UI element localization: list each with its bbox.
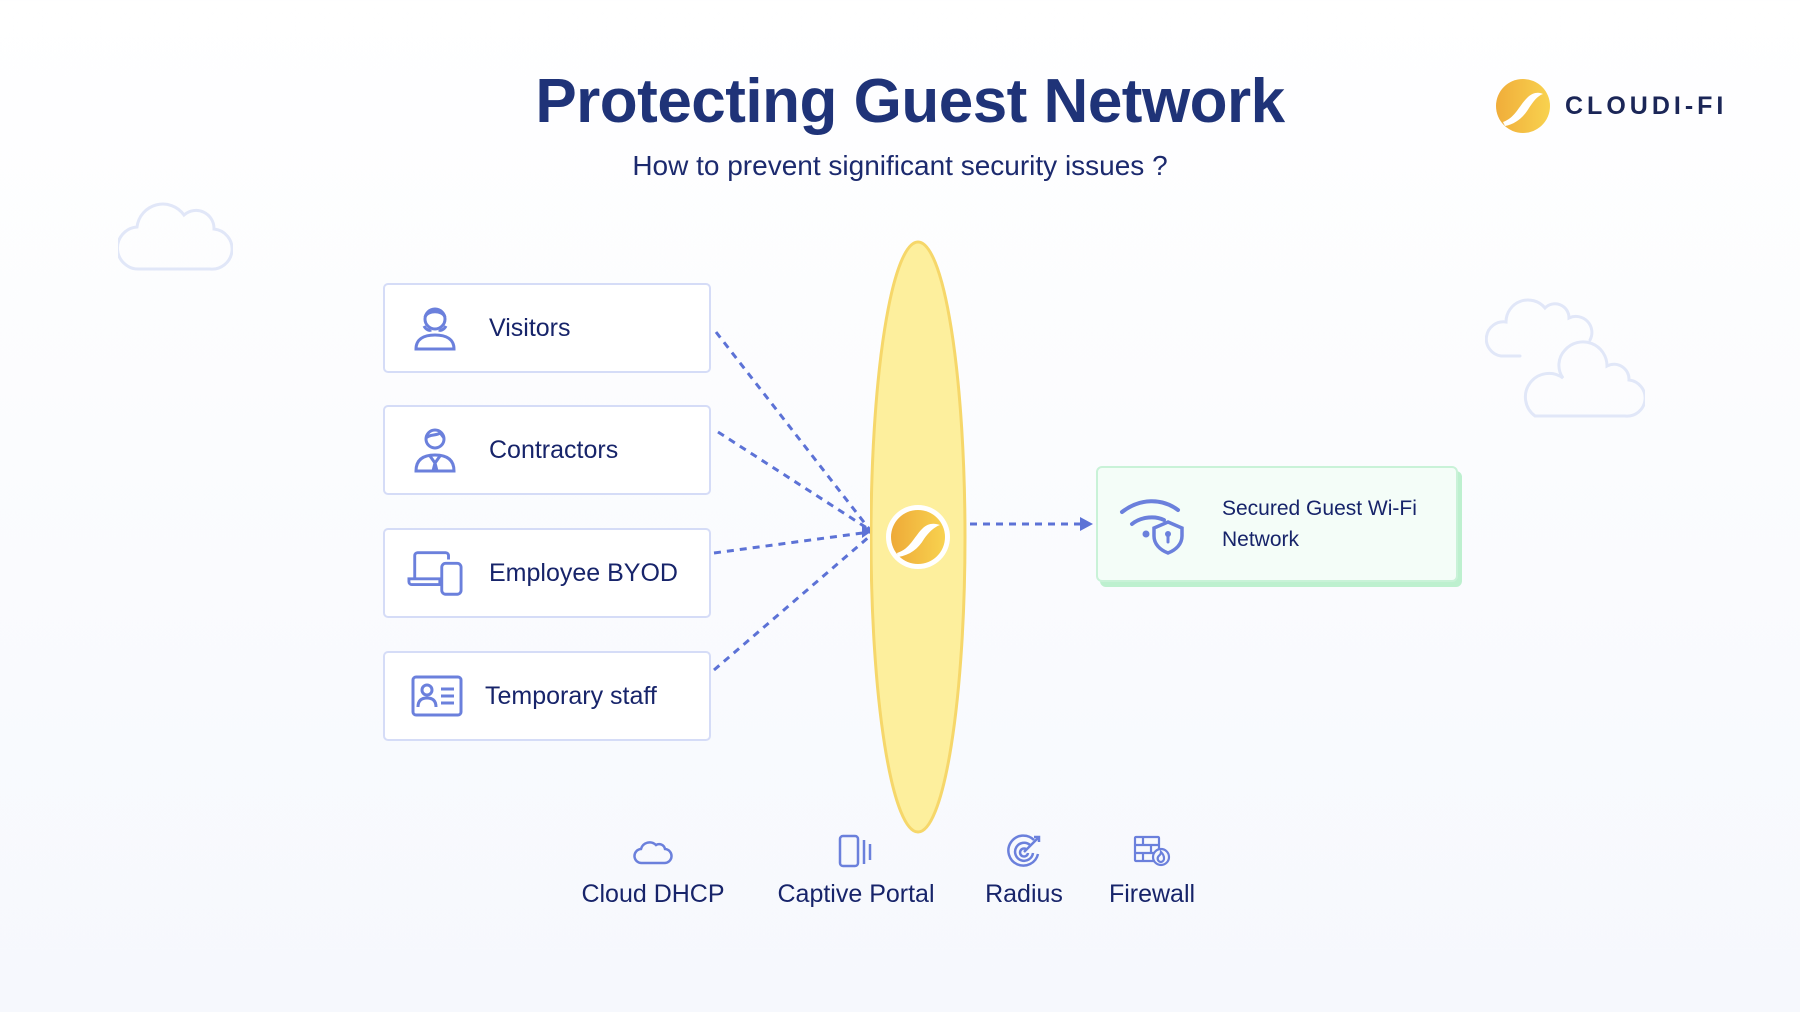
feature-label: Captive Portal (777, 880, 935, 908)
connector-contractors (717, 430, 871, 532)
source-temporary-staff[interactable]: Temporary staff (383, 651, 711, 741)
female-user-icon (414, 307, 456, 351)
firewall-icon (1133, 835, 1171, 867)
gateway-logo[interactable] (884, 503, 952, 571)
tablet-portal-icon (838, 834, 872, 868)
cloud-decoration-right (1485, 298, 1645, 418)
feature-label: Radius (985, 880, 1063, 908)
wifi-shield-icon (1120, 499, 1184, 555)
feature-label: Cloud DHCP (581, 880, 725, 908)
feature-firewall[interactable]: Firewall (1092, 830, 1212, 909)
source-visitors[interactable]: Visitors (383, 283, 711, 373)
page-subtitle: How to prevent significant security issu… (632, 150, 1168, 181)
arrow-head-icon (1080, 517, 1093, 531)
cloud-icon (633, 841, 673, 865)
feature-radius[interactable]: Radius (964, 830, 1084, 909)
feature-label: Firewall (1108, 880, 1196, 908)
cloud-decoration-left (118, 202, 233, 271)
source-label: Employee BYOD (489, 558, 678, 587)
arrow-head-icon (862, 524, 872, 538)
cloud-icon (1485, 298, 1594, 358)
radar-target-icon (1007, 834, 1041, 867)
source-employee-byod[interactable]: Employee BYOD (383, 528, 711, 618)
feature-cloud-dhcp[interactable]: Cloud DHCP (563, 830, 743, 909)
brand-name: CLOUDI-FI (1565, 91, 1728, 120)
destination-secured-guest-wifi[interactable]: Secured Guest Wi-Fi Network (1096, 466, 1458, 582)
cloud-icon (118, 202, 233, 271)
id-card-icon (411, 675, 463, 717)
male-user-tie-icon (414, 428, 456, 473)
destination-label-line2: Network (1222, 528, 1300, 551)
connector-temporary-staff (713, 534, 871, 672)
brand-logo: CLOUDI-FI (1495, 79, 1727, 133)
destination-label-line1: Secured Guest Wi-Fi (1222, 497, 1417, 520)
feature-captive-portal[interactable]: Captive Portal (756, 830, 956, 909)
laptop-phone-icon (407, 551, 463, 596)
cloud-icon (1523, 340, 1645, 418)
source-contractors[interactable]: Contractors (383, 405, 711, 495)
connector-visitors (714, 331, 872, 531)
connector-byod (713, 530, 871, 555)
source-label: Visitors (489, 313, 571, 342)
source-label: Contractors (489, 435, 619, 464)
cloudi-fi-logo-icon (1496, 79, 1550, 133)
page-title: Protecting Guest Network (535, 67, 1285, 136)
source-label: Temporary staff (485, 681, 657, 710)
